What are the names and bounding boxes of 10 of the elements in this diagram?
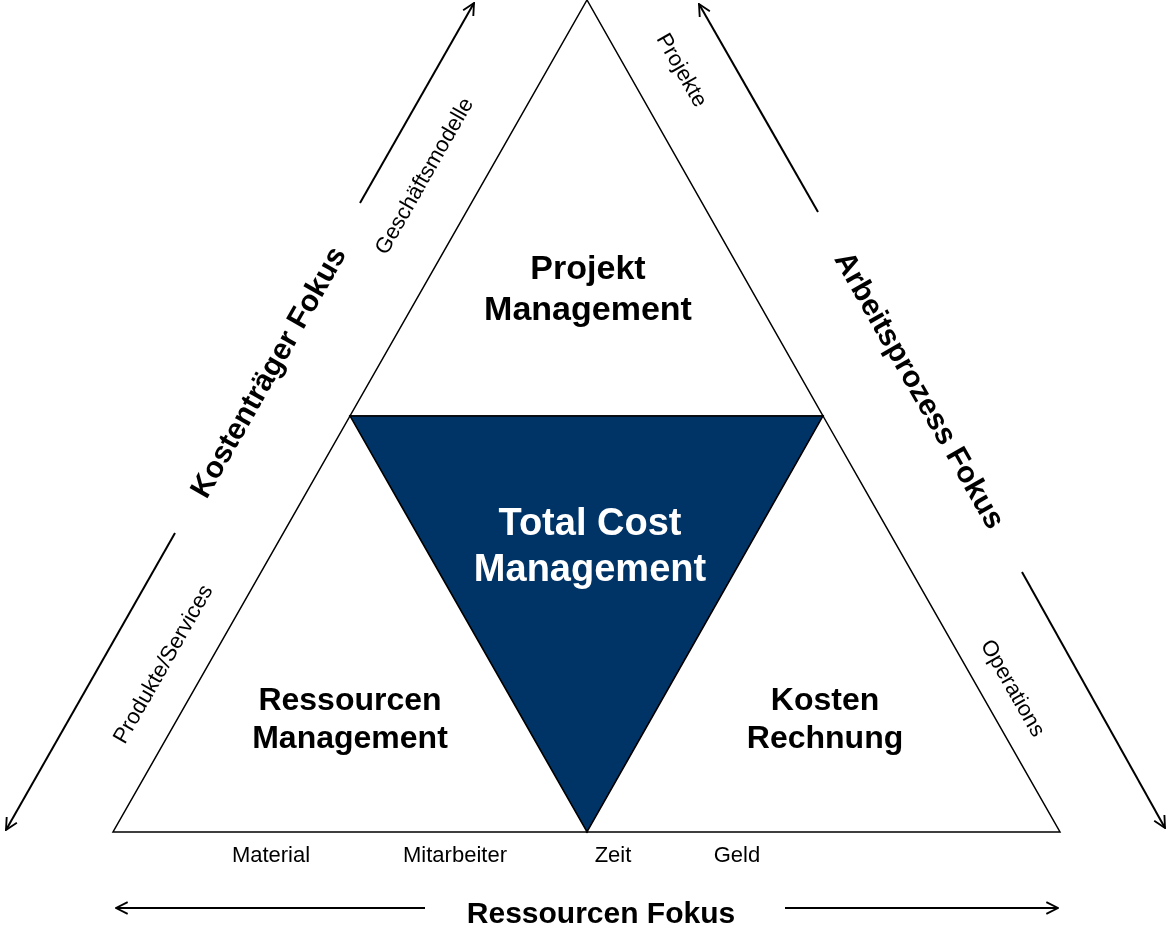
resource-label: Material <box>231 842 311 868</box>
section-title: Ressourcen Management <box>251 679 449 757</box>
resource-label: Geld <box>713 842 761 868</box>
resource-label: Mitarbeiter <box>403 842 507 868</box>
triangle-section <box>350 0 823 416</box>
section-title: Kosten Rechnung <box>745 679 905 757</box>
section-title: Total Cost Management <box>472 500 708 591</box>
section-title: Projekt Management <box>483 247 693 329</box>
resource-label: Zeit <box>594 842 632 868</box>
axis-title: Ressourcen Fokus <box>466 896 736 930</box>
